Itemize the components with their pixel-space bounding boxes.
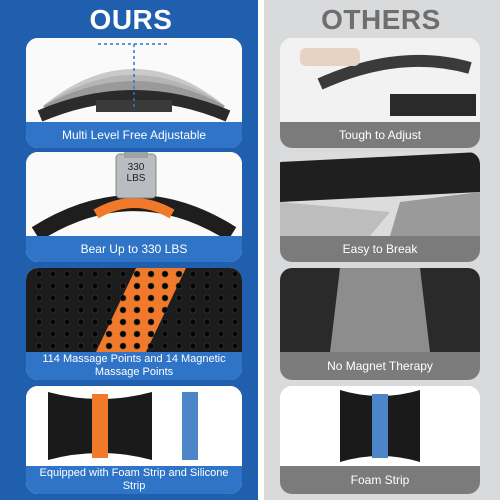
ours-caption-weight: Bear Up to 330 LBS	[26, 236, 242, 262]
ours-caption-strips: Equipped with Foam Strip and Silicone St…	[26, 466, 242, 494]
tough-adjust-image	[280, 38, 480, 122]
others-card-adjust: Tough to Adjust	[280, 38, 480, 148]
column-divider	[258, 0, 264, 500]
others-header: OTHERS	[321, 4, 441, 35]
others-card-magnet: No Magnet Therapy	[280, 268, 480, 380]
others-card-foam: Foam Strip	[280, 386, 480, 494]
strips-image	[26, 386, 242, 466]
ours-caption-massage: 114 Massage Points and 14 Magnetic Massa…	[26, 352, 242, 380]
easy-break-image	[280, 152, 480, 236]
weight-stretcher-image: 330 LBS	[26, 152, 242, 236]
ours-card-adjustable: Multi Level Free Adjustable	[26, 38, 242, 148]
ours-card-strips: Equipped with Foam Strip and Silicone St…	[26, 386, 242, 494]
ours-caption-adjustable: Multi Level Free Adjustable	[26, 122, 242, 148]
others-caption-break: Easy to Break	[280, 236, 480, 262]
ours-card-weight: 330 LBS Bear Up to 330 LBS	[26, 152, 242, 262]
no-magnet-image	[280, 268, 480, 352]
massage-points-image	[26, 268, 242, 352]
ours-header: OURS	[89, 4, 173, 35]
others-caption-foam: Foam Strip	[280, 466, 480, 494]
others-caption-adjust: Tough to Adjust	[280, 122, 480, 148]
others-caption-magnet: No Magnet Therapy	[280, 352, 480, 380]
foam-strip-image	[280, 386, 480, 466]
weight-label: 330 LBS	[126, 162, 146, 184]
others-card-break: Easy to Break	[280, 152, 480, 262]
ours-card-massage: 114 Massage Points and 14 Magnetic Massa…	[26, 268, 242, 380]
adjustable-stretcher-image	[26, 38, 242, 122]
